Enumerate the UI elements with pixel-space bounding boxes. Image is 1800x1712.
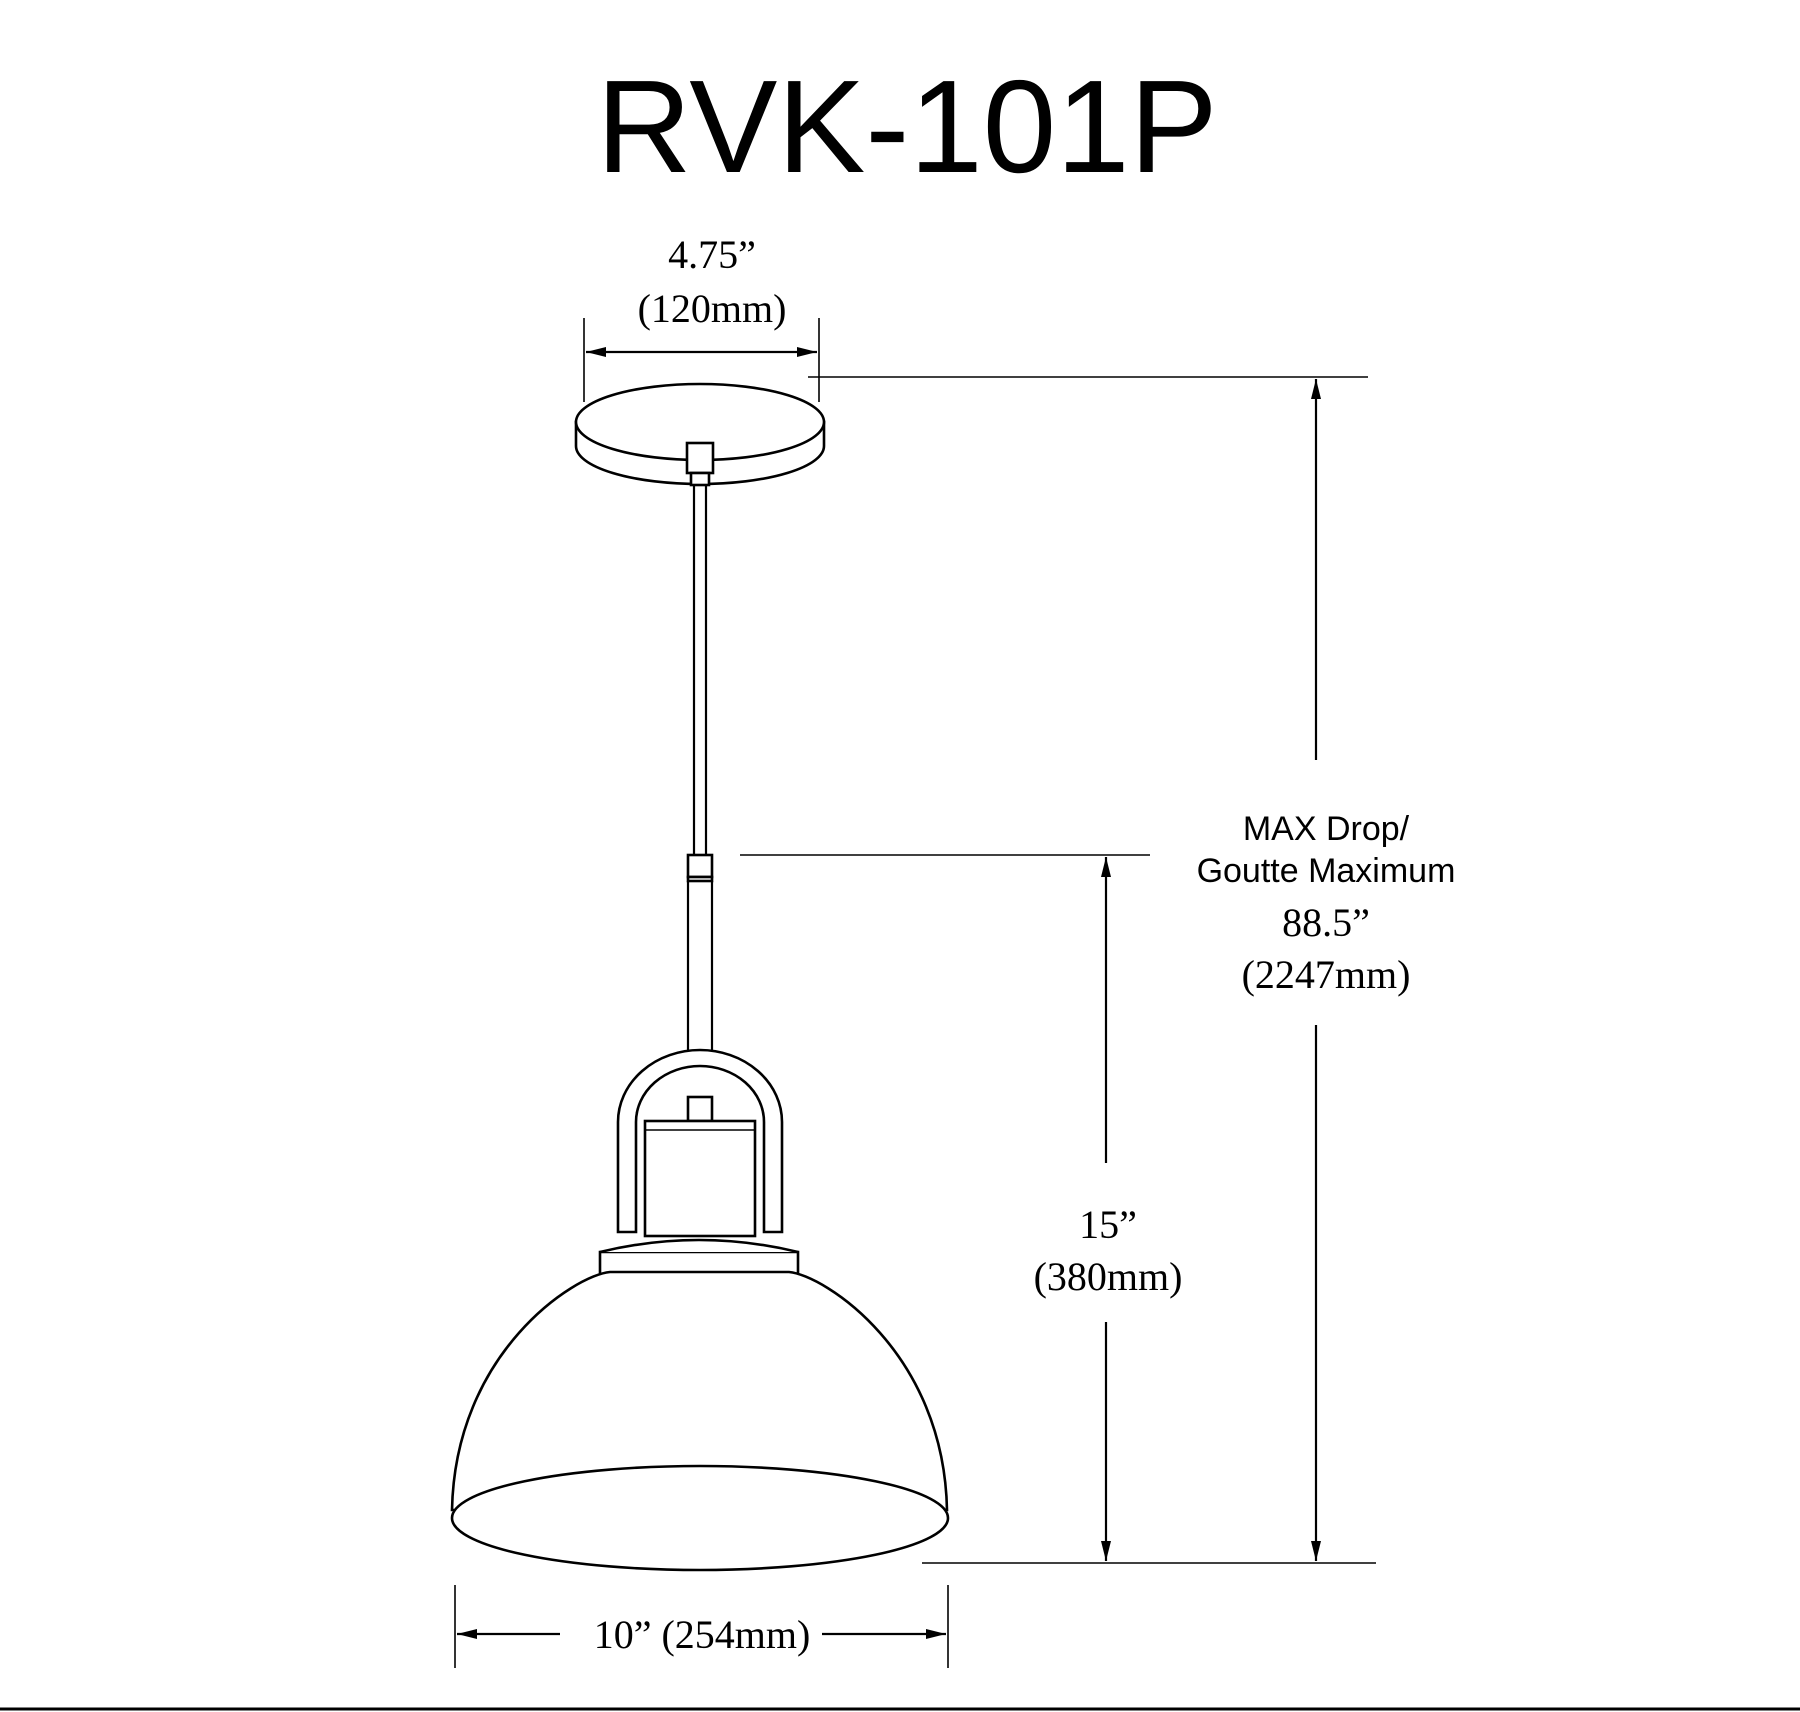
canopy-fitting xyxy=(685,441,715,487)
dome-shade xyxy=(450,1270,950,1572)
rod-coupler xyxy=(686,853,714,883)
socket xyxy=(643,1095,757,1238)
fixture-height-imperial: 15” xyxy=(1079,1202,1137,1247)
max-drop-label-line1: MAX Drop/ xyxy=(1243,810,1410,848)
canopy-width-dimension: 4.75” (120mm) xyxy=(583,232,820,402)
pendant-lamp xyxy=(450,382,950,1572)
fixture-height-dimension: 15” (380mm) xyxy=(740,854,1183,1561)
canopy-width-imperial: 4.75” xyxy=(668,232,756,277)
suspension-rod xyxy=(692,485,708,855)
max-drop-dimension: MAX Drop/ Goutte Maximum 88.5” (2247mm) xyxy=(808,376,1456,1564)
max-drop-imperial: 88.5” xyxy=(1282,900,1370,945)
arch-loop xyxy=(616,1048,784,1234)
max-drop-label-line2: Goutte Maximum xyxy=(1197,852,1456,890)
shade-width-dimension: 10” (254mm) xyxy=(454,1585,949,1668)
lower-stem xyxy=(686,881,714,1052)
canopy-width-metric: (120mm) xyxy=(638,286,787,331)
max-drop-metric: (2247mm) xyxy=(1242,952,1411,997)
fixture-height-metric: (380mm) xyxy=(1034,1254,1183,1299)
model-title: RVK-101P xyxy=(596,53,1217,200)
shade-width-label: 10” (254mm) xyxy=(594,1612,811,1657)
